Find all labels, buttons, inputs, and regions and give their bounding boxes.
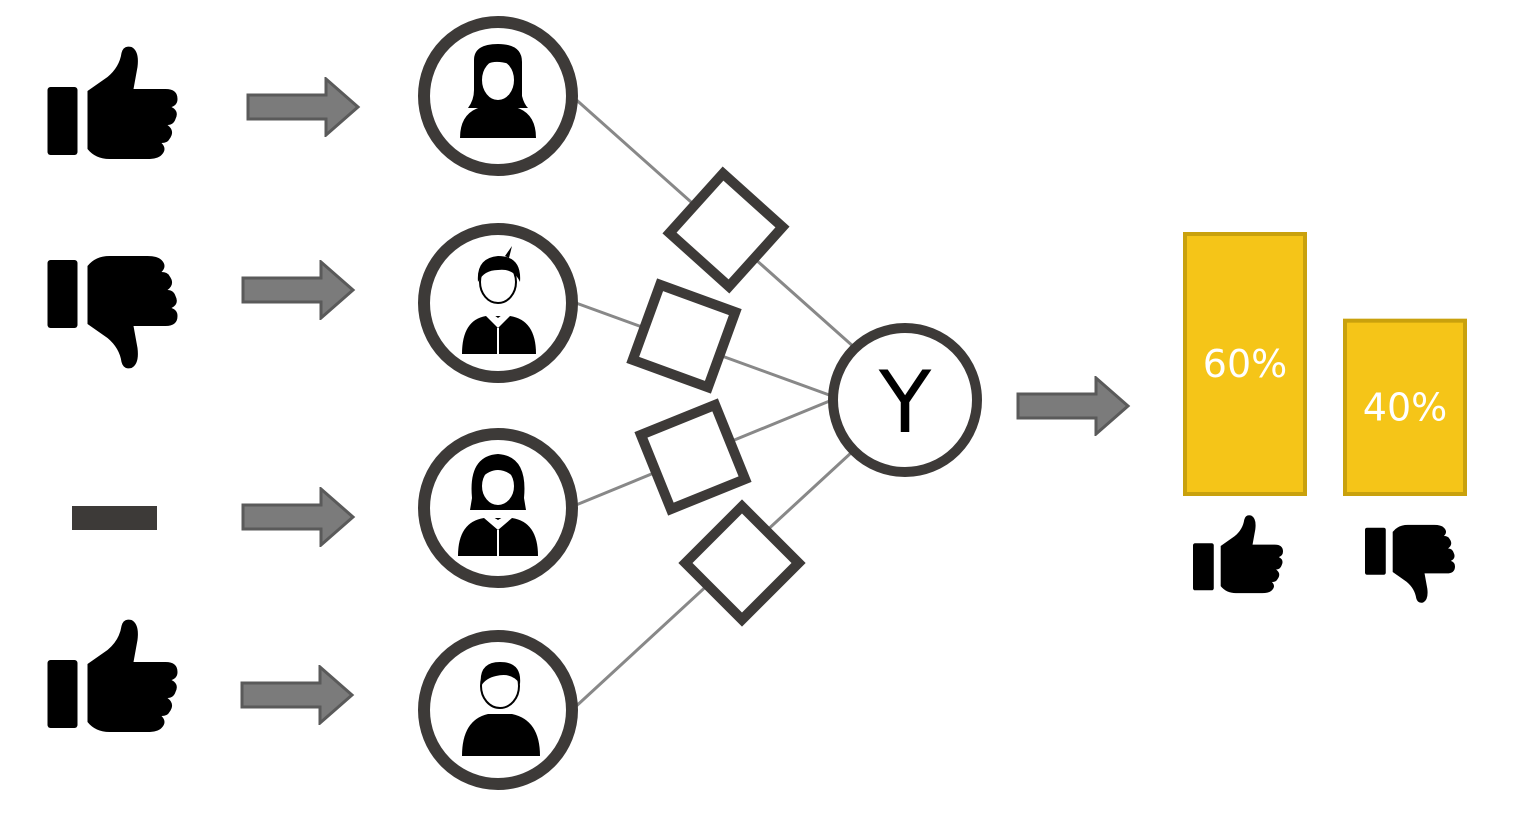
man-avatar-icon	[462, 662, 540, 756]
thumbs-up-icon	[1193, 515, 1283, 594]
bar-label-40: 40%	[1363, 385, 1447, 429]
arrow-right-icon	[241, 260, 355, 320]
boy-avatar-icon	[462, 246, 536, 354]
input-votes	[47, 46, 178, 732]
thumbs-down-icon	[1365, 524, 1455, 603]
girl-avatar-icon	[458, 454, 538, 556]
weight-squares	[626, 166, 806, 627]
voter-node-2	[418, 223, 578, 383]
weight-square-2	[626, 278, 742, 394]
voter-node-4	[418, 630, 578, 790]
result-bars: 60% 40%	[1183, 232, 1467, 496]
arrow-right-icon	[241, 487, 355, 547]
voter-node-1	[418, 16, 578, 176]
output-arrow-icon	[1016, 376, 1130, 436]
input-arrows	[240, 77, 360, 725]
result-icons	[1193, 515, 1455, 603]
neutral-dash-icon	[72, 506, 157, 530]
voter-node-3	[418, 428, 578, 588]
result-bar-positive: 60%	[1183, 232, 1307, 496]
bar-60	[1183, 232, 1307, 496]
output-node-label: Y	[878, 353, 932, 453]
thumbs-down-icon	[47, 256, 178, 369]
thumbs-up-icon	[47, 619, 178, 732]
weight-square-1	[662, 166, 790, 294]
output-node: Y	[828, 323, 982, 477]
arrow-right-icon	[246, 77, 360, 137]
voter-nodes	[418, 16, 578, 790]
weight-square-4	[678, 499, 806, 627]
woman-avatar-icon	[460, 44, 536, 138]
bar-label-60: 60%	[1203, 342, 1287, 386]
weight-square-3	[634, 398, 752, 516]
result-bar-negative: 40%	[1343, 318, 1467, 496]
arrow-right-icon	[240, 665, 354, 725]
bar-40	[1343, 318, 1467, 496]
thumbs-up-icon	[47, 46, 178, 159]
